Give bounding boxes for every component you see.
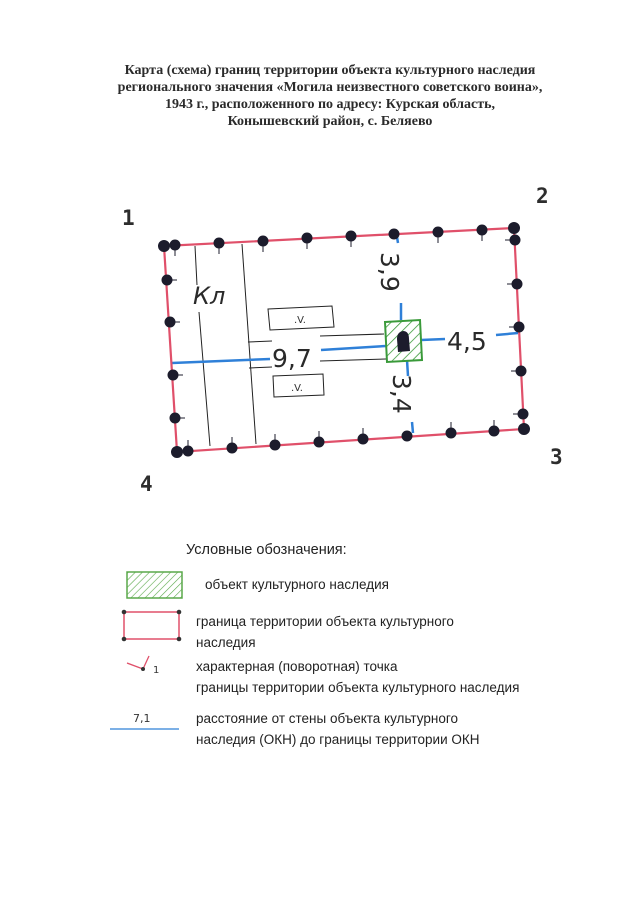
corner-label-4: 4 [140, 472, 153, 496]
monument-icon [397, 331, 410, 352]
title-line: Конышевский район, с. Беляево [227, 114, 433, 129]
title-line: Карта (схема) границ территории объекта … [124, 63, 536, 78]
legend-item-boundary: граница территории объекта культурного н… [196, 611, 454, 653]
map-title: Карта (схема) границ территории объекта … [60, 62, 600, 130]
distance-east: 4,5 [447, 327, 487, 356]
boundary-points [158, 222, 530, 458]
corner-label-3: 3 [550, 445, 563, 469]
legend-text-line: граница территории объекта культурного [196, 614, 454, 629]
corner-point-1 [158, 240, 170, 252]
distance-lines [171, 236, 519, 434]
legend-text-line: расстояние от стены объекта культурного [196, 711, 458, 726]
legend-text-line: наследия (ОКН) до границы территории ОКН [196, 732, 480, 747]
area-label-kl: Кл [193, 282, 225, 310]
corner-label-2: 2 [536, 184, 549, 208]
distance-north: 3,9 [375, 252, 404, 292]
turning-point-icon [126, 655, 150, 671]
legend-item-turning-point: характерная (поворотная) точка границы т… [196, 656, 519, 698]
red-boundary-rect-icon [121, 609, 182, 642]
title-line: 1943 г., расположенного по адресу: Курск… [164, 97, 496, 112]
legend-text-line: характерная (поворотная) точка [196, 659, 398, 674]
building-mark: .V. [291, 383, 303, 394]
legend-text-line: границы территории объекта культурного н… [196, 680, 520, 695]
legend-item-distance: расстояние от стены объекта культурного … [196, 708, 480, 750]
legend-icons: 1 7,1 [110, 571, 183, 730]
corner-point-2 [508, 222, 520, 234]
turning-point-icon-label: 1 [153, 665, 159, 676]
corner-point-3 [518, 423, 530, 435]
heritage-object [383, 318, 424, 364]
corner-point-4 [171, 446, 183, 458]
building-mark: .V. [294, 315, 306, 326]
legend-text-line: объект культурного наследия [205, 577, 389, 592]
distance-south: 3,4 [387, 374, 416, 414]
title-line: регионального значения «Могила неизвестн… [117, 80, 543, 95]
distance-line-icon-label: 7,1 [133, 712, 151, 725]
legend-text-line: наследия [196, 635, 256, 650]
corner-label-1: 1 [122, 206, 135, 230]
hatched-green-rect-icon [126, 571, 183, 599]
legend-title: Условные обозначения: [186, 542, 347, 558]
legend-item-heritage-object: объект культурного наследия [205, 574, 389, 595]
inner-structure-lines [194, 243, 387, 447]
distance-west: 9,7 [272, 344, 312, 373]
